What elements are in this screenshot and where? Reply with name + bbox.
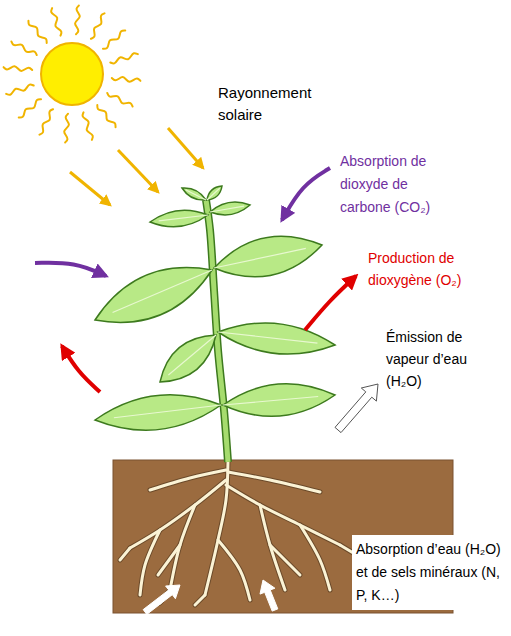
root [270,545,300,575]
root-outline [300,525,330,590]
sun-ray [6,85,34,95]
root [130,480,226,548]
leaf-vein [186,190,206,200]
leaf [218,323,335,354]
root [218,540,250,600]
root-outline [130,480,226,548]
exchange-arrows [35,168,378,614]
sun-ray [91,13,105,38]
root-outline [150,470,226,490]
sunlight-arrows [70,128,203,205]
sun-ray [83,112,93,140]
root-outline [228,472,320,492]
radiation-label: Rayonnement solaire [218,82,328,126]
sun-disc [41,43,103,105]
leaf [95,268,212,323]
vapour-label: Émission de vapeur d’eau (H₂O) [386,326,486,392]
uptake-label: Absorption d’eau (H₂O) et de sels minéra… [352,535,506,610]
sun-ray [51,8,61,36]
leaf-vein [218,332,317,343]
root [158,545,180,575]
root [170,505,195,590]
sunlight-arrow [70,172,110,205]
sun-ray [107,93,132,107]
o2-label: Production de dioxygène (O₂) [368,247,483,291]
plant [95,186,335,462]
root-outline [120,548,130,560]
root-outline [170,505,195,590]
leaf-vein [214,248,306,268]
co2-label: Absorption de dioxyde de carbone (CO₂) [340,150,448,219]
root-outline [218,540,250,600]
roots [120,462,365,605]
root [140,530,160,595]
leaf [95,395,221,430]
sun-ray [39,109,53,134]
uptake-arrow [260,580,278,611]
sun-ray [110,53,138,63]
leaf-vein [114,405,221,418]
co2-arrow [282,168,330,220]
sun-ray [112,77,141,82]
leaf-vein [159,215,208,221]
sun-ray [75,6,80,35]
root [300,525,330,590]
root-outline [226,485,340,545]
sun-ray [64,114,69,143]
leaf [214,236,322,277]
vapour-arrow [335,384,378,433]
uptake-arrow [143,585,180,614]
sun-ray [19,99,41,117]
leaf-vein [113,270,212,313]
root [228,472,320,492]
leaf-vein [207,188,220,200]
leaf-vein [223,397,318,406]
leaf [150,210,208,227]
root [120,548,130,560]
leaf [182,188,206,200]
leaf-vein [168,335,216,375]
sun-ray [97,105,115,127]
sunlight-arrow [168,128,203,168]
o2-arrow [305,276,356,330]
leaf [210,202,250,215]
sun-ray [4,66,33,71]
root-outline [195,595,205,605]
root [150,470,226,490]
root [195,595,205,605]
leaf [223,384,335,417]
root [226,485,340,545]
leaf [207,186,222,200]
sun [4,6,141,143]
sun-ray [28,21,46,43]
leaf-vein [210,206,244,212]
sun-ray [103,30,125,48]
co2-arrow [35,263,106,276]
leaf [160,335,216,382]
sunlight-arrow [118,150,158,192]
o2-arrow [62,346,100,392]
sun-ray [11,41,36,55]
